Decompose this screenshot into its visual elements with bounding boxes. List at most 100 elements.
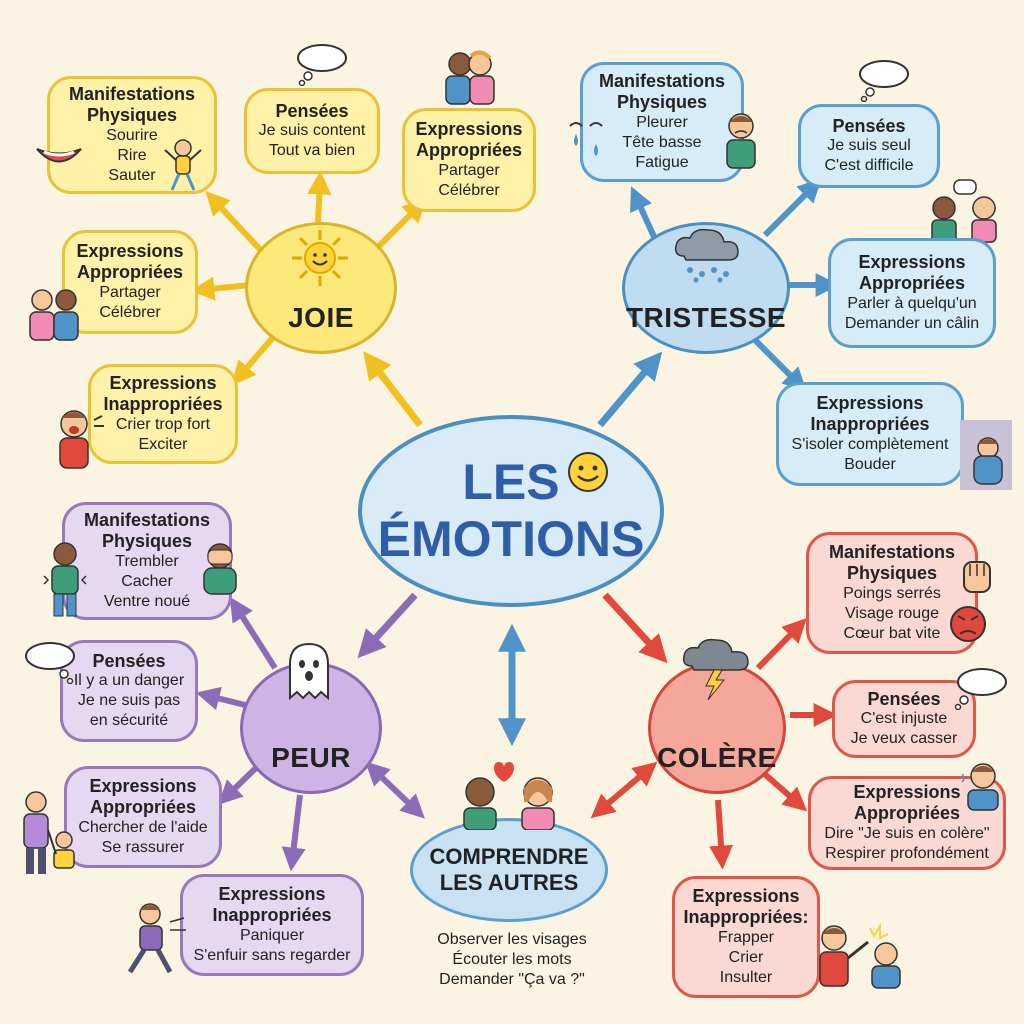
joie-manifestations-item: Sauter [108, 166, 156, 184]
colere-inapp-item: Crier [728, 948, 764, 966]
center-title-line2: ÉMOTIONS [377, 511, 645, 567]
peur-pensees-title: Pensées [92, 650, 166, 671]
joie-inappropriate-box: Expressions Inappropriées Crier trop for… [88, 364, 238, 464]
peur-app-title2: Appropriées [89, 797, 197, 817]
tristesse-inappropriate-box: Expressions Inappropriées S'isoler compl… [776, 382, 964, 486]
fist-icon [963, 561, 991, 593]
tristesse-manif-title2: Physiques [616, 92, 708, 112]
peur-app-item: Chercher de l'aide [78, 818, 208, 836]
joie-expressions-left-box: Expressions Appropriées Partager Célébre… [62, 230, 198, 334]
comprendre-item: Observer les visages [437, 931, 587, 948]
comprendre-node: COMPRENDRE LES AUTRES [410, 818, 608, 922]
hiding-child-icon [203, 543, 237, 595]
joie-pensees-item: Je suis content [258, 122, 366, 140]
running-child-icon [127, 903, 186, 974]
peur-pensees-box: Pensées Il y a un danger Je ne suis pas … [60, 640, 198, 742]
friends-icon [29, 289, 79, 341]
colere-label: COLÈRE [657, 742, 777, 773]
tristesse-inapp-title2: Inappropriées [810, 414, 930, 434]
peur-app-title1: Expressions [89, 776, 197, 797]
peur-pensees-item: en sécurité [89, 712, 169, 730]
joie-label: JOIE [288, 302, 354, 333]
sad-child-icon [726, 113, 756, 169]
tristesse-pensees-item: Je suis seul [827, 137, 911, 155]
tristesse-pensees-title: Pensées [832, 115, 906, 136]
isolated-child-icon [960, 420, 1012, 490]
comprendre-item: Écouter les mots [452, 951, 572, 968]
colere-pensees-box: Pensées C'est injuste Je veux casser [832, 680, 976, 758]
peur-manif-title2: Physiques [101, 531, 193, 551]
comprendre-item: Demander "Ça va ?" [439, 971, 585, 988]
hugging-children-icon [445, 50, 495, 105]
peur-inapp-item: Paniquer [239, 926, 305, 944]
shouting-child-icon [59, 410, 104, 469]
joie-inapp-item: Crier trop fort [115, 415, 211, 433]
children-with-heart-icon [463, 762, 555, 830]
sun-icon [292, 230, 348, 286]
center-title-line1: LES [462, 453, 560, 510]
joie-manifestations-title2: Physiques [86, 105, 178, 125]
tristesse-manif-item: Fatigue [635, 153, 689, 171]
colere-pensees-title: Pensées [867, 688, 941, 709]
tristesse-hub: TRISTESSE [622, 222, 790, 354]
peur-inapp-title2: Inappropriées [212, 905, 332, 925]
joie-inapp-title1: Expressions [109, 373, 217, 394]
arrow-center-peur [357, 592, 418, 659]
tristesse-manif-item: Pleurer [636, 113, 688, 131]
colere-pensees-item: C'est injuste [860, 710, 948, 728]
arrow-center-tristesse [597, 351, 663, 428]
colere-inapp-title2: Inappropriées: [683, 907, 809, 927]
colere-inapp-item: Frapper [717, 928, 775, 946]
colere-manif-title2: Physiques [846, 563, 938, 583]
colere-manif-item: Poings serrés [843, 584, 941, 602]
jumping-child-icon [164, 139, 202, 191]
joie-expr-top-title2: Appropriées [415, 140, 523, 160]
joie-pensees-title: Pensées [275, 100, 349, 121]
peur-inapp-title1: Expressions [218, 884, 326, 905]
peur-manif-item: Ventre noué [103, 592, 191, 610]
thought-bubble-icon [859, 60, 909, 102]
colere-app-title1: Expressions [853, 782, 961, 803]
thought-bubble-icon [297, 44, 347, 86]
peur-pensees-item: Il y a un danger [73, 672, 185, 690]
colere-app-title2: Appropriées [853, 803, 961, 823]
crying-eyes-icon [569, 122, 603, 156]
tristesse-pensees-item: C'est difficile [824, 157, 914, 175]
colere-appropriate-box: Expressions Appropriées Dire "Je suis en… [808, 776, 1006, 870]
center-node: LES ÉMOTIONS [358, 415, 664, 607]
joie-manifestations-item: Sourire [106, 126, 158, 144]
joie-expr-top-title1: Expressions [415, 119, 523, 140]
thought-bubble-icon [954, 668, 1007, 710]
joie-expr-top-item: Célébrer [438, 181, 500, 199]
colere-manif-item: Visage rouge [845, 604, 939, 622]
joie-inapp-title2: Inappropriées [103, 394, 223, 414]
tristesse-inapp-item: S'isoler complètement [791, 435, 949, 453]
joie-manifestations-item: Rire [117, 146, 147, 164]
peur-inapp-item: S'enfuir sans regarder [193, 946, 351, 964]
talking-children-icon [931, 179, 997, 243]
tristesse-inapp-title1: Expressions [816, 393, 924, 414]
peur-manif-item: Trembler [115, 552, 179, 570]
hitting-children-icon [819, 922, 901, 989]
breathing-child-icon [961, 763, 999, 811]
colere-app-item: Dire "Je suis en colère" [824, 824, 990, 842]
peur-inappropriate-box: Expressions Inappropriées Paniquer S'enf… [180, 874, 364, 976]
peur-pensees-item: Je ne suis pas [77, 692, 181, 710]
colere-inappropriate-box: Expressions Inappropriées: Frapper Crier… [672, 876, 820, 998]
smiley-icon [568, 452, 608, 492]
colere-inapp-item: Insulter [719, 968, 773, 986]
trembling-child-icon [43, 542, 87, 617]
thought-bubble-icon [25, 642, 75, 684]
joie-inapp-item: Exciter [138, 435, 188, 453]
joie-pensees-item: Tout va bien [268, 142, 356, 160]
joie-expr-left-item: Partager [99, 283, 161, 301]
adult-and-child-icon [23, 791, 75, 874]
colere-manif-item: Cœur bat vite [843, 624, 941, 642]
arrow-center-colere [602, 592, 668, 664]
joie-expr-left-title2: Appropriées [76, 262, 184, 282]
comprendre-items: Observer les visages Écouter les mots De… [400, 930, 624, 990]
storm-cloud-icon [682, 638, 749, 701]
joie-expr-top-item: Partager [438, 161, 500, 179]
tristesse-app-item: Parler à quelqu'un [847, 294, 977, 312]
colere-inapp-title1: Expressions [692, 886, 800, 907]
